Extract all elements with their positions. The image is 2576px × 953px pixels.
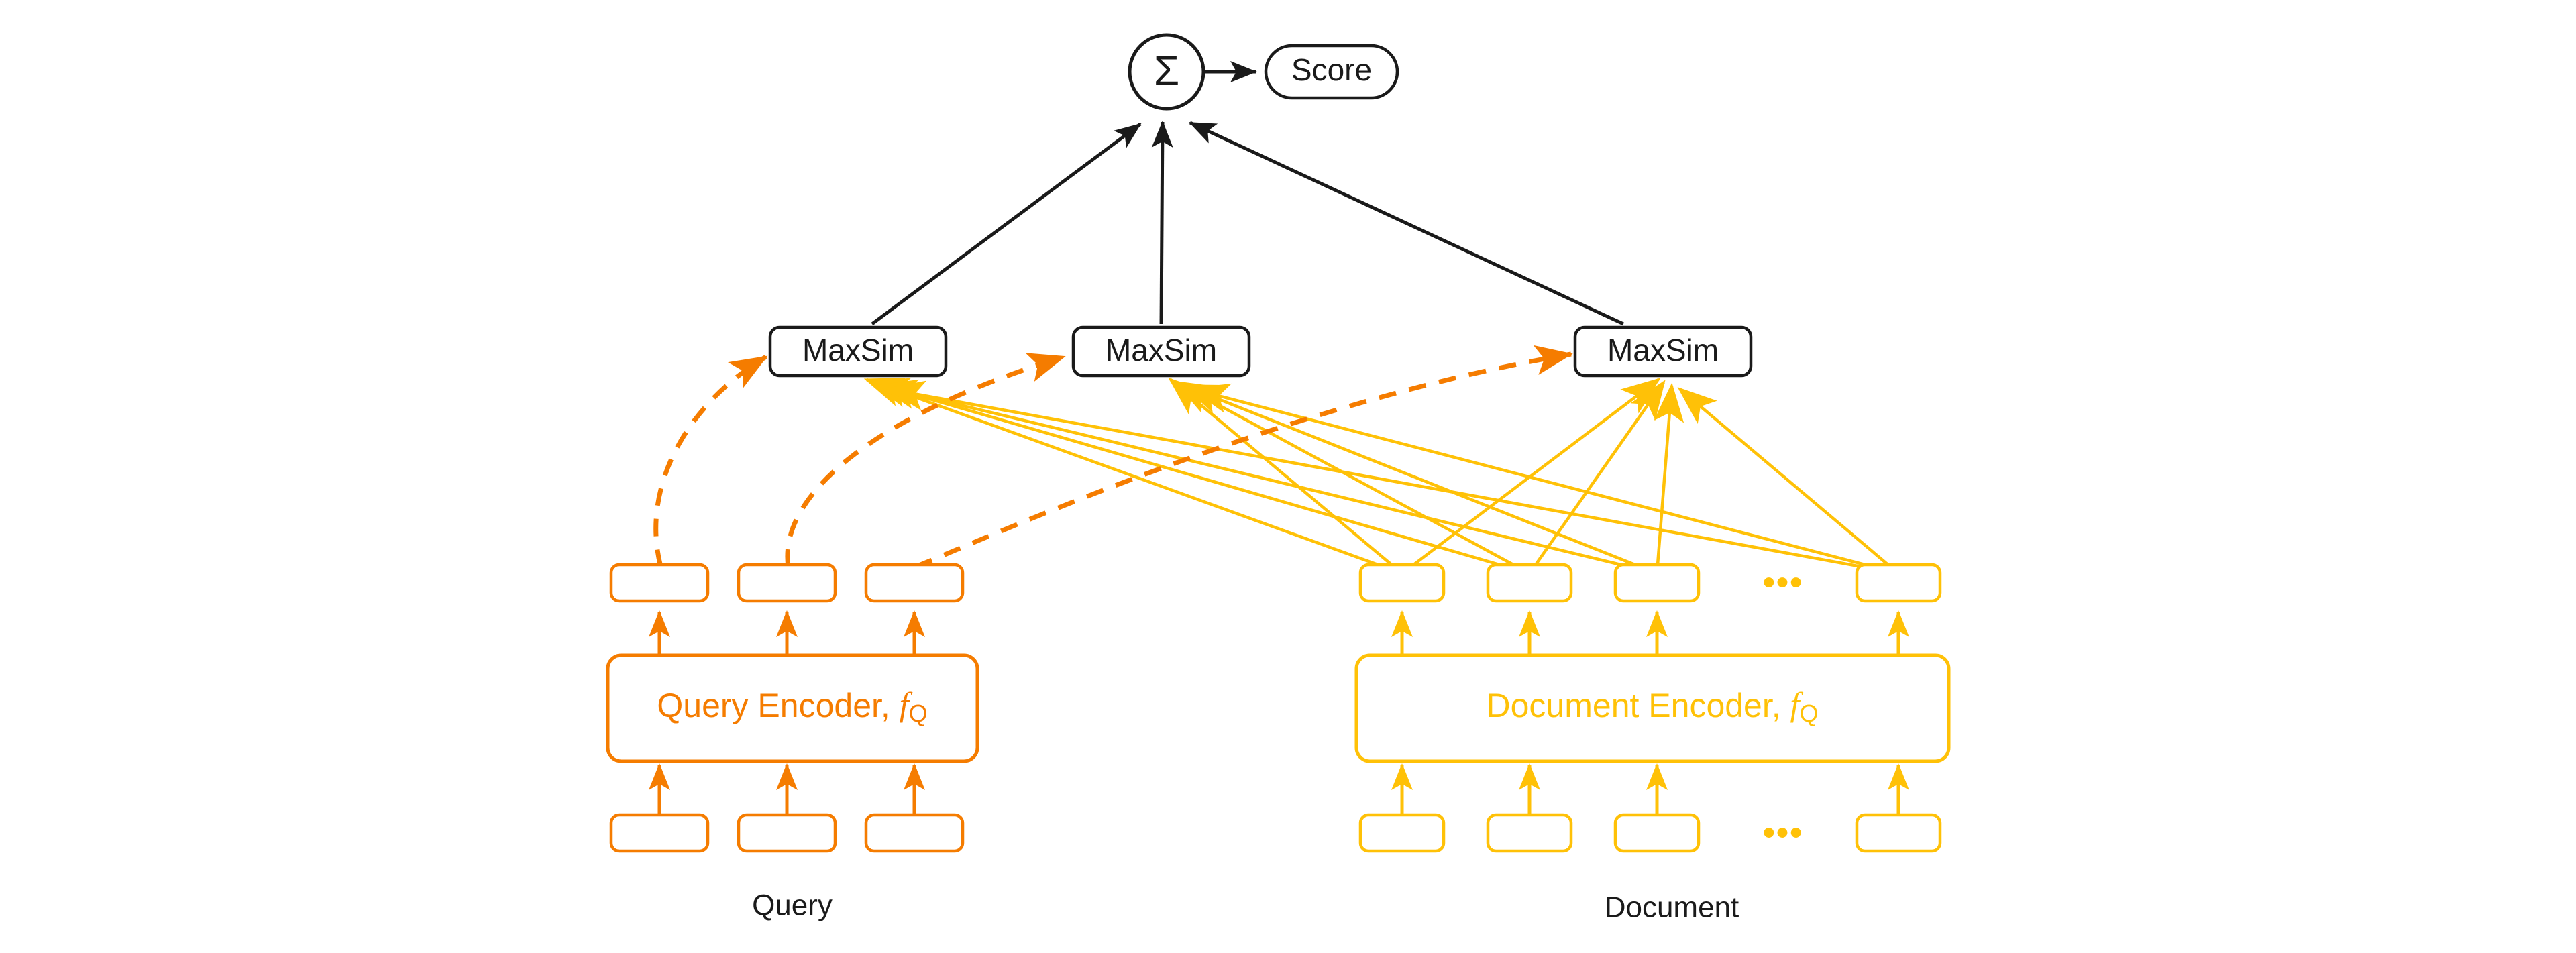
query-to-maxsim-edges	[653, 345, 1573, 569]
document-token-4[interactable]	[1855, 813, 1942, 853]
document-embedding-4[interactable]	[1855, 563, 1942, 603]
edge-d3-maxsim1	[877, 379, 1658, 575]
maxsim-box-2[interactable]	[1071, 325, 1251, 378]
document-encoder-label: Document Encoder, fQ	[1487, 685, 1819, 726]
edge-d3-maxsim3	[1654, 382, 1684, 574]
edge-d1-maxsim3	[1401, 378, 1661, 575]
summation-node[interactable]: Σ	[1128, 33, 1205, 111]
document-caption: Document	[1605, 891, 1739, 924]
document-token-3[interactable]	[1613, 813, 1701, 853]
score-box[interactable]	[1264, 44, 1399, 100]
edge-maxsim2-sum	[1151, 121, 1173, 325]
document-embedding-2[interactable]	[1486, 563, 1573, 603]
edge-d2-maxsim1	[869, 378, 1530, 575]
query-embedding-1[interactable]	[609, 563, 710, 603]
document-embedding-3[interactable]	[1613, 563, 1701, 603]
document-encoder-output-arrows	[1391, 610, 1909, 654]
maxsim-box-3[interactable]	[1573, 325, 1753, 378]
maxsim-to-sum-edges	[871, 121, 1625, 326]
document-embedding-boxes: •••	[1358, 563, 1942, 603]
document-to-maxsim-edges	[863, 378, 1900, 575]
edge-d3-maxsim2	[1181, 384, 1658, 575]
document-token-boxes: •••	[1358, 813, 1942, 853]
maxsim-label-2: MaxSim	[1106, 333, 1217, 368]
edge-q2-maxsim1	[785, 353, 1066, 567]
query-encoder-node[interactable]: Query Encoder, fQ	[606, 653, 979, 763]
document-embedding-1[interactable]	[1358, 563, 1446, 603]
document-encoder-fn-subscript: Q	[1799, 699, 1818, 727]
query-token-3[interactable]	[864, 813, 965, 853]
edge-d2-maxsim3	[1528, 380, 1666, 575]
score-node[interactable]: Score	[1264, 44, 1399, 100]
document-token-ellipsis: •••	[1763, 814, 1804, 852]
query-token-2[interactable]	[737, 813, 837, 853]
query-encoder-label: Query Encoder, fQ	[657, 685, 927, 726]
edge-d4-maxsim2	[1189, 383, 1899, 575]
maxsim-label-3: MaxSim	[1607, 333, 1719, 368]
maxsim-box-1[interactable]	[768, 325, 948, 378]
query-embedding-boxes	[609, 563, 965, 603]
maxsim-node-2[interactable]: MaxSim	[1071, 325, 1251, 378]
sigma-symbol: Σ	[1154, 48, 1179, 94]
maxsim-node-3[interactable]: MaxSim	[1573, 325, 1753, 378]
edge-d2-maxsim2	[1174, 380, 1531, 575]
edge-q1-maxsim1	[653, 354, 768, 567]
edge-d1-maxsim1	[863, 378, 1403, 575]
score-label: Score	[1291, 52, 1372, 87]
query-encoder-label-text: Query Encoder,	[657, 687, 899, 724]
query-caption: Query	[752, 889, 833, 922]
query-embedding-3[interactable]	[864, 563, 965, 603]
document-encoder-box[interactable]	[1354, 653, 1951, 763]
query-encoder-fn-subscript: Q	[909, 699, 928, 727]
edge-d4-maxsim1	[885, 380, 1899, 575]
document-encoder-node[interactable]: Document Encoder, fQ	[1354, 653, 1951, 763]
edge-maxsim3-sum	[1189, 121, 1625, 326]
sum-circle[interactable]	[1128, 33, 1205, 111]
query-embedding-2[interactable]	[737, 563, 837, 603]
edge-q3-maxsim3	[914, 345, 1573, 569]
edge-maxsim1-sum	[871, 122, 1142, 326]
query-encoder-output-arrows	[648, 610, 925, 654]
maxsim-node-1[interactable]: MaxSim	[768, 325, 948, 378]
document-token-2[interactable]	[1486, 813, 1573, 853]
document-token-1[interactable]	[1358, 813, 1446, 853]
document-embedding-ellipsis: •••	[1763, 563, 1804, 602]
maxsim-label-1: MaxSim	[802, 333, 914, 368]
query-token-input-arrows	[648, 763, 925, 816]
query-token-1[interactable]	[609, 813, 710, 853]
query-token-boxes	[609, 813, 965, 853]
document-token-input-arrows	[1391, 763, 1909, 816]
edge-d4-maxsim3	[1677, 387, 1900, 575]
document-encoder-label-text: Document Encoder,	[1487, 687, 1790, 724]
query-encoder-box[interactable]	[606, 653, 979, 763]
